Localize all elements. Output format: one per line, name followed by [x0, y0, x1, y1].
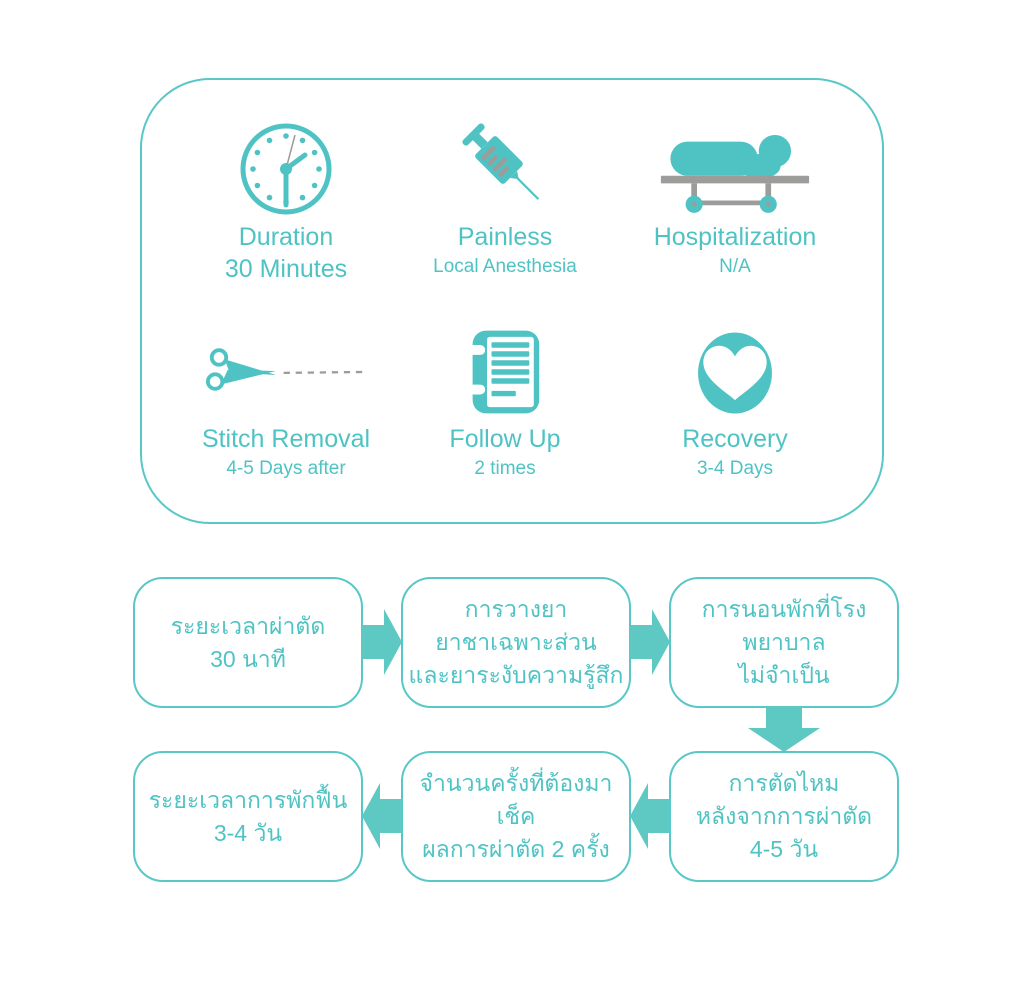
hospital-bed-icon — [659, 120, 811, 216]
flow-box-stitch-removal: การตัดไหม หลังจากการผ่าตัด 4-5 วัน — [669, 751, 899, 882]
feature-subtitle: 2 times — [474, 458, 536, 479]
notebook-icon — [460, 322, 550, 418]
summary-panel: Duration 30 Minutes — [140, 78, 884, 524]
arrow-shaft — [766, 706, 802, 728]
feature-subtitle: 4-5 Days after — [226, 458, 346, 479]
arrow-head — [362, 783, 380, 849]
arrow-shaft — [630, 625, 652, 659]
arrow-head — [630, 783, 648, 849]
arrow-head — [748, 728, 820, 752]
arrow-head — [652, 609, 670, 675]
syringe-icon — [455, 120, 555, 216]
feature-title: Follow Up — [449, 425, 561, 453]
feature-stitch-removal: Stitch Removal 4-5 Days after — [166, 322, 406, 482]
feature-subtitle: 3-4 Days — [696, 458, 774, 479]
arrow-shaft — [362, 625, 384, 659]
feature-subtitle: Local Anesthesia — [433, 256, 577, 277]
flow-box-recovery-time: ระยะเวลาการพักฟื้น 3-4 วัน — [133, 751, 363, 882]
flow-arrow-right-1 — [362, 609, 402, 675]
feature-painless: Painless Local Anesthesia — [385, 120, 625, 280]
feature-title: Recovery — [682, 425, 788, 453]
feature-follow-up: Follow Up 2 times — [385, 322, 625, 482]
flow-arrow-left-1 — [630, 783, 670, 849]
feature-title: Duration — [238, 223, 334, 251]
arrow-shaft — [648, 799, 670, 833]
feature-recovery: Recovery 3-4 Days — [615, 322, 855, 482]
feature-subtitle: 30 Minutes — [224, 255, 348, 283]
flow-box-follow-up-checks: จำนวนครั้งที่ต้องมาเช็ค ผลการผ่าตัด 2 คร… — [401, 751, 631, 882]
flow-arrow-down — [748, 706, 820, 752]
feature-title: Hospitalization — [653, 223, 817, 251]
heart-icon — [691, 322, 779, 418]
flow-box-anesthesia: การวางยา ยาชาเฉพาะส่วน และยาระงับความรู้… — [401, 577, 631, 708]
flow-box-hospital-stay: การนอนพักที่โรงพยาบาล ไม่จำเป็น — [669, 577, 899, 708]
flow-arrow-right-2 — [630, 609, 670, 675]
arrow-head — [384, 609, 402, 675]
flow-box-surgery-duration: ระยะเวลาผ่าตัด 30 นาที — [133, 577, 363, 708]
arrow-shaft — [380, 799, 402, 833]
clock-icon — [239, 120, 333, 216]
feature-hospitalization: Hospitalization N/A — [615, 120, 855, 280]
feature-duration: Duration 30 Minutes — [166, 120, 406, 284]
feature-title: Stitch Removal — [201, 425, 371, 453]
feature-title: Painless — [457, 223, 553, 251]
feature-subtitle: N/A — [719, 256, 751, 277]
flow-arrow-left-2 — [362, 783, 402, 849]
scissors-icon — [204, 322, 369, 418]
